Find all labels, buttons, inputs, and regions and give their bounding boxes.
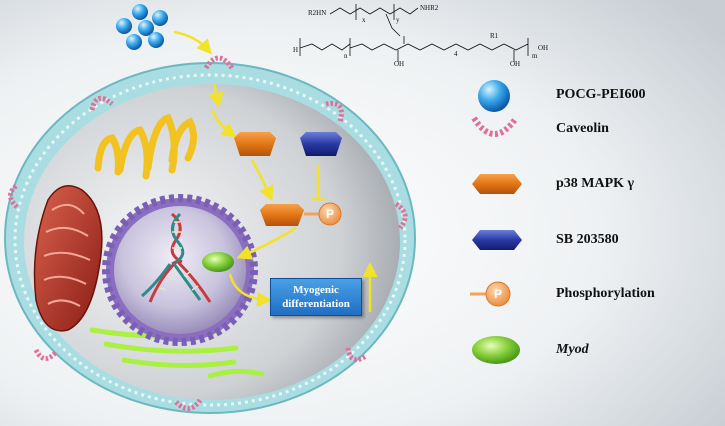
pei-sub-x: x bbox=[362, 16, 366, 24]
arrow-p38-down bbox=[250, 159, 274, 202]
legend-p38-icon bbox=[472, 174, 522, 194]
legend-pocg-pei600-icon bbox=[478, 80, 510, 112]
myogenic-differentiation-label: Myogenic differentiation bbox=[282, 284, 350, 310]
pei-sub-y: y bbox=[396, 16, 400, 24]
arrow-to-membrane-inner bbox=[208, 83, 224, 108]
caveolin-bottom bbox=[174, 398, 203, 411]
golgi-yellow bbox=[94, 113, 197, 180]
inhibition-mark bbox=[311, 166, 325, 201]
legend-label-pocg-pei600: POCG-PEI600 bbox=[556, 87, 646, 102]
hydroxyl-2: OH bbox=[510, 60, 520, 68]
legend-phospho-symbol: P bbox=[494, 287, 502, 301]
legend-icons: P bbox=[470, 80, 522, 364]
legend-caveolin-icon bbox=[471, 116, 519, 137]
arrow-to-myogenic bbox=[228, 273, 272, 307]
nanoparticle bbox=[138, 20, 154, 36]
nanoparticle bbox=[152, 10, 168, 26]
pathway-arrows bbox=[173, 30, 378, 312]
caveolin-upper-left bbox=[89, 95, 114, 111]
pei-left-group: R2HN bbox=[308, 9, 326, 17]
mitochondrion bbox=[33, 185, 103, 332]
legend-label-p38: p38 MAPK γ bbox=[556, 176, 635, 191]
myod-molecule bbox=[202, 252, 234, 272]
arrow-to-p38 bbox=[210, 109, 237, 138]
nanoparticle bbox=[116, 18, 132, 34]
chemical-structure: R2HN NHR2 x y H OH n 4 m R1 OH OH bbox=[293, 4, 548, 68]
p38-mapk-lower bbox=[260, 204, 304, 226]
caveolin-on-membrane bbox=[8, 55, 408, 411]
arrow-entry bbox=[173, 30, 212, 55]
caveolin-bottom-left bbox=[33, 348, 58, 361]
dna-helix bbox=[141, 212, 212, 303]
legend-label-sb203580: SB 203580 bbox=[556, 232, 619, 247]
nanoparticle bbox=[126, 34, 142, 50]
caveolin-right-upper bbox=[325, 100, 344, 123]
cell-membrane-inner bbox=[13, 73, 407, 407]
legend-sb203580-icon bbox=[472, 230, 522, 250]
r1-group: R1 bbox=[490, 32, 499, 40]
legend-label-myod: Myod bbox=[556, 342, 589, 357]
phospho-symbol: P bbox=[326, 207, 334, 221]
pocg-pei600-cluster bbox=[116, 4, 168, 50]
nanoparticle bbox=[132, 4, 148, 20]
arrow-to-nucleus bbox=[236, 226, 297, 260]
nanoparticle bbox=[148, 32, 164, 48]
legend-myod-icon bbox=[472, 336, 520, 364]
p38-mapk-upper bbox=[234, 132, 276, 156]
pei-right-group: NHR2 bbox=[420, 4, 439, 12]
sub-m: m bbox=[532, 52, 538, 60]
polymer-oh: OH bbox=[538, 44, 548, 52]
phospho-group-cell: P bbox=[318, 202, 342, 226]
caveolin-bottom-right bbox=[345, 347, 368, 363]
hydroxyl-1: OH bbox=[394, 60, 404, 68]
sb203580-in-cell bbox=[300, 132, 342, 156]
legend-phosphorylation-icon: P bbox=[470, 281, 511, 307]
sub-n: n bbox=[344, 52, 348, 60]
caveolin-left bbox=[8, 184, 20, 210]
legend-label-caveolin: Caveolin bbox=[556, 121, 609, 136]
caveolin-right bbox=[394, 201, 408, 230]
legend-label-phosphorylation: Phosphorylation bbox=[556, 286, 655, 301]
polymer-h: H bbox=[293, 46, 298, 54]
myogenic-differentiation-box: Myogenic differentiation bbox=[270, 278, 362, 316]
sub-4: 4 bbox=[454, 50, 458, 58]
